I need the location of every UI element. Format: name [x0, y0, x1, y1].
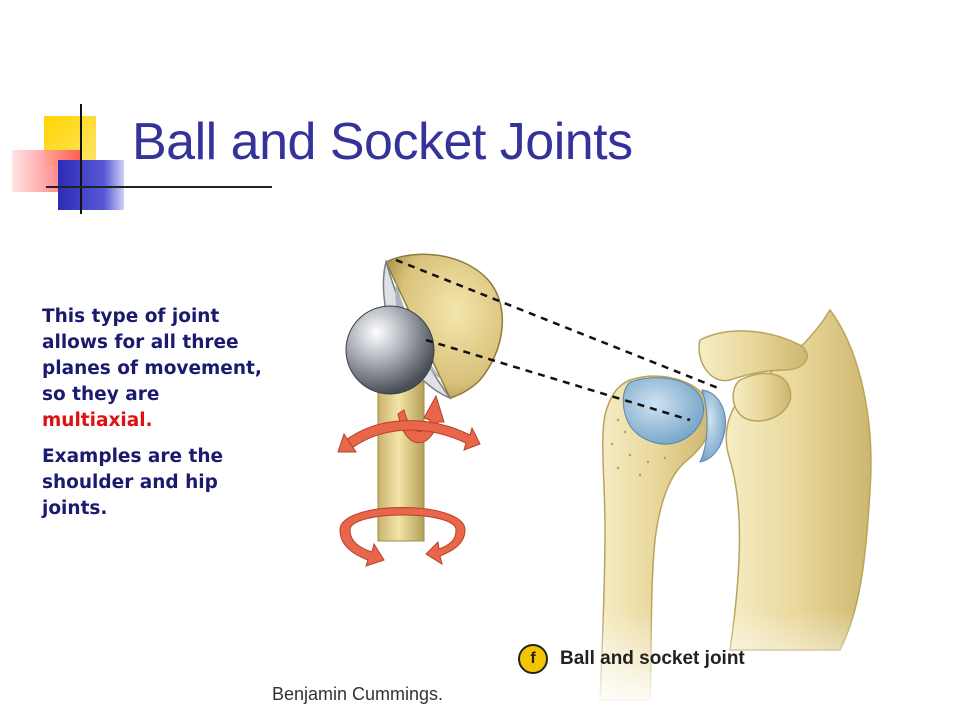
- paragraph-examples: Examples are the shoulder and hip joints…: [42, 446, 224, 519]
- joint-illustration: [337, 253, 910, 710]
- model-ball: [345, 305, 435, 395]
- circular-arrows-icon: [337, 394, 481, 567]
- dashed-guide-lines: [395, 258, 719, 422]
- highlight-multiaxial: multiaxial.: [42, 410, 153, 431]
- decoration-horizontal-line: [46, 186, 272, 188]
- slide-title: Ball and Socket Joints: [132, 113, 633, 171]
- decoration-vertical-line: [80, 104, 82, 214]
- figure-caption-text: Ball and socket joint: [560, 648, 745, 669]
- figure-credit: Benjamin Cummings.: [272, 684, 444, 704]
- figure-caption: f Ball and socket joint: [518, 641, 745, 677]
- scapula-shape: [698, 308, 872, 651]
- figure-badge: f: [518, 644, 548, 674]
- body-text: This type of joint allows for all three …: [42, 304, 264, 532]
- paragraph-multiaxial: This type of joint allows for all three …: [42, 304, 264, 434]
- decoration-blue-square: [58, 160, 124, 210]
- paragraph1-text: This type of joint allows for all three …: [42, 306, 262, 405]
